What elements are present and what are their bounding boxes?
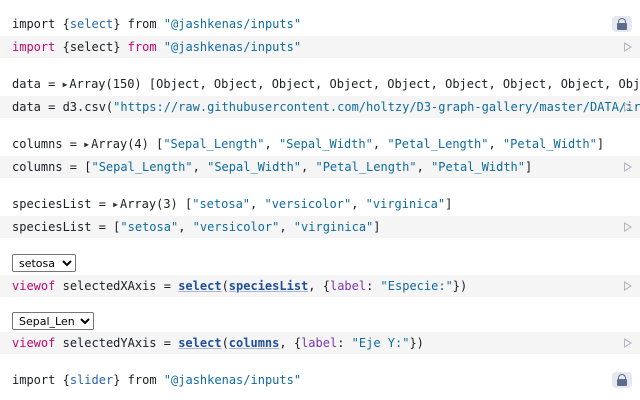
keyword: import	[12, 373, 56, 387]
y-axis-source[interactable]: viewof selectedYAxis = select(columns, {…	[0, 332, 640, 354]
brace-close: }	[113, 40, 121, 54]
array-item: "Sepal_Width"	[207, 160, 302, 174]
array-item: "Petal_Length"	[387, 137, 489, 151]
import-name: select	[69, 17, 114, 31]
url-string: "https://raw.githubusercontent.com/holtz…	[113, 100, 640, 114]
source-prefix: data = d3.csv(	[12, 100, 114, 114]
function-name: select	[178, 336, 222, 350]
import-name: slider	[69, 373, 114, 387]
array-item: "Sepal_Width"	[278, 137, 373, 151]
brace-open: {	[62, 40, 70, 54]
keyword: import	[12, 40, 56, 54]
source-prefix: speciesList =	[12, 220, 114, 234]
expand-triangle-icon[interactable]: ▶	[84, 140, 90, 149]
cell-name: selectedXAxis	[62, 279, 157, 293]
brace-close: }	[113, 373, 121, 387]
import-select-output: import {select} from "@jashkenas/inputs"	[0, 14, 640, 34]
from-keyword: from	[127, 40, 157, 54]
x-axis-source[interactable]: viewof selectedXAxis = select(speciesLis…	[0, 275, 640, 297]
option-value: "Eje Y:"	[351, 336, 410, 350]
option-key: label	[301, 336, 338, 350]
data-source[interactable]: data = d3.csv("https://raw.githubusercon…	[0, 96, 640, 118]
lock-icon[interactable]	[612, 16, 632, 32]
option-value: "Especie:"	[380, 279, 453, 293]
viewof-keyword: viewof	[12, 279, 56, 293]
array-item: "virginica"	[293, 220, 374, 234]
data-output: data = ▶Array(150) [Object, Object, Obje…	[0, 74, 640, 94]
function-arg: speciesList	[228, 279, 309, 293]
array-item: "versicolor"	[192, 220, 280, 234]
source-prefix: columns =	[12, 160, 85, 174]
equals: =	[156, 336, 179, 350]
array-item: "Petal_Width"	[431, 160, 525, 174]
module-string: "@jashkenas/inputs"	[163, 17, 302, 31]
array-summary[interactable]: Array(4)	[91, 137, 149, 151]
array-item: "Sepal_Length"	[91, 160, 193, 174]
array-preview: [Object, Object, Object, Object, Object,…	[148, 77, 640, 91]
array-item: "versicolor"	[264, 197, 352, 211]
array-item: "Petal_Width"	[502, 137, 597, 151]
option-key: label	[329, 279, 367, 293]
viewof-keyword: viewof	[12, 336, 56, 350]
column-select[interactable]: Sepal_LengthSepal_WidthPetal_LengthPetal…	[12, 312, 94, 330]
module-string: "@jashkenas/inputs"	[163, 373, 302, 387]
species-source[interactable]: speciesList = ["setosa", "versicolor", "…	[0, 216, 640, 238]
run-cell-icon[interactable]	[624, 222, 632, 232]
cell-name: columns =	[12, 137, 85, 151]
species-select[interactable]: setosaversicolorvirginica	[12, 254, 76, 272]
function-arg: columns	[228, 336, 280, 350]
expand-triangle-icon[interactable]: ▶	[62, 80, 68, 89]
array-summary[interactable]: Array(150)	[69, 77, 142, 91]
equals: =	[156, 279, 179, 293]
keyword: import	[12, 17, 56, 31]
array-item: "virginica"	[365, 197, 446, 211]
import-slider-output: import {slider} from "@jashkenas/inputs"	[0, 370, 640, 390]
y-axis-widget: Sepal_LengthSepal_WidthPetal_LengthPetal…	[12, 312, 94, 330]
expand-triangle-icon[interactable]: ▶	[113, 200, 118, 209]
columns-source[interactable]: columns = ["Sepal_Length", "Sepal_Width"…	[0, 156, 640, 178]
cell-name: speciesList =	[12, 197, 114, 211]
run-cell-icon[interactable]	[624, 102, 632, 112]
array-item: "setosa"	[120, 220, 179, 234]
array-summary[interactable]: Array(3)	[119, 197, 178, 211]
run-cell-icon[interactable]	[624, 281, 632, 291]
from-keyword: from	[127, 373, 157, 387]
function-name: select	[178, 279, 222, 293]
run-cell-icon[interactable]	[624, 42, 632, 52]
x-axis-widget: setosaversicolorvirginica	[12, 254, 76, 272]
brace-open: {	[62, 17, 70, 31]
run-cell-icon[interactable]	[624, 338, 632, 348]
array-item: "setosa"	[192, 197, 251, 211]
lock-icon[interactable]	[612, 372, 632, 388]
array-item: "Petal_Length"	[315, 160, 417, 174]
run-cell-icon[interactable]	[624, 162, 632, 172]
module-string: "@jashkenas/inputs"	[163, 40, 302, 54]
import-name: select	[69, 40, 114, 54]
cell-name: selectedYAxis	[62, 336, 157, 350]
species-output: speciesList = ▶Array(3) ["setosa", "vers…	[0, 194, 640, 214]
brace-open: {	[62, 373, 70, 387]
brace-close: }	[113, 17, 121, 31]
import-select-source[interactable]: import {select} from "@jashkenas/inputs"	[0, 36, 640, 58]
cell-name: data =	[12, 77, 63, 91]
from-keyword: from	[127, 17, 157, 31]
array-item: "Sepal_Length"	[163, 137, 265, 151]
columns-output: columns = ▶Array(4) ["Sepal_Length", "Se…	[0, 134, 640, 154]
